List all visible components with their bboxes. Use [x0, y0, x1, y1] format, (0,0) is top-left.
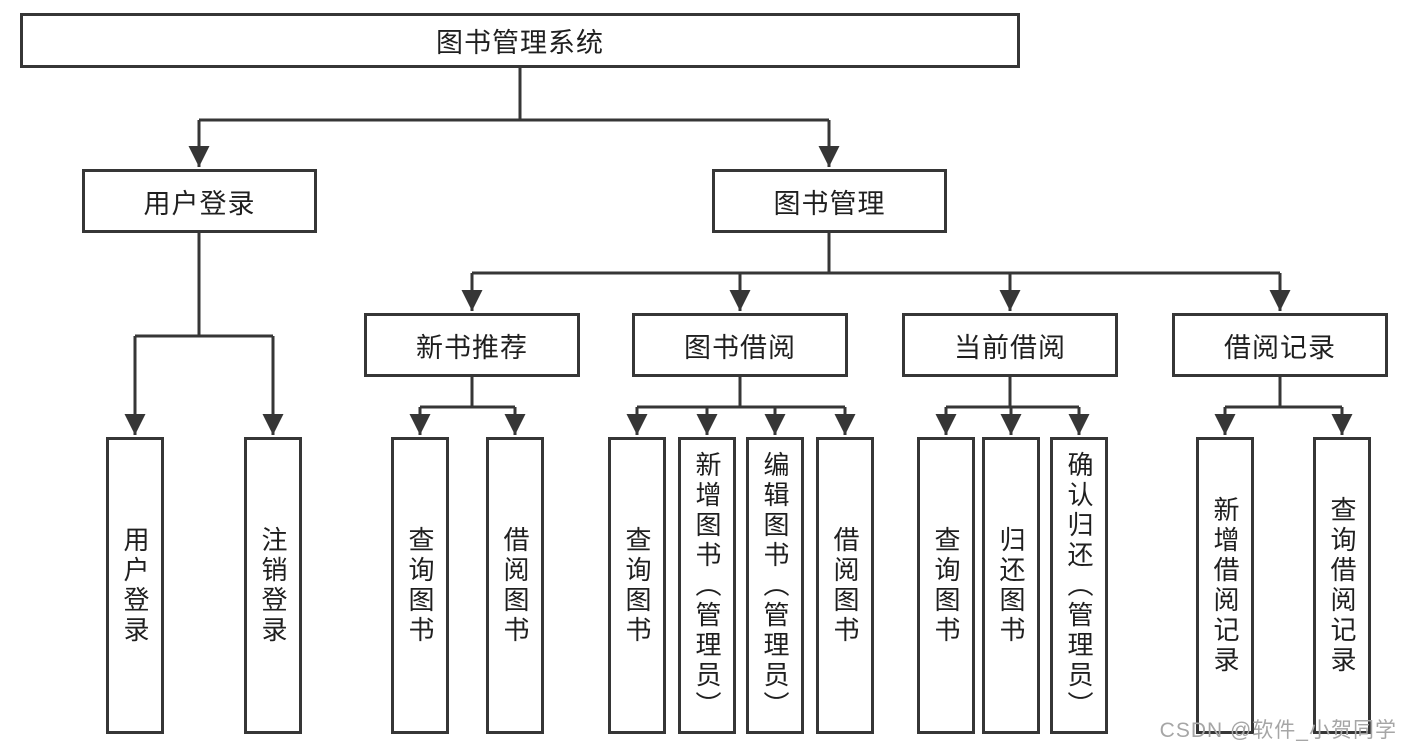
leaf-borrow-books: 借阅图书: [816, 437, 874, 734]
leaf-logout: 注销登录: [244, 437, 302, 734]
node-user-login: 用户登录: [82, 169, 317, 233]
node-current-borrowing: 当前借阅: [902, 313, 1118, 377]
csdn-watermark: CSDN @软件_小贺同学: [1159, 719, 1397, 742]
leaf-query-borrow-record: 查询借阅记录: [1313, 437, 1371, 734]
node-new-book-recommend: 新书推荐: [364, 313, 580, 377]
leaf-return-books: 归还图书: [982, 437, 1040, 734]
node-book-management: 图书管理: [712, 169, 947, 233]
node-borrowing-records: 借阅记录: [1172, 313, 1388, 377]
leaf-query-books-current: 查询图书: [917, 437, 975, 734]
leaf-user-login: 用户登录: [106, 437, 164, 734]
leaf-edit-books-admin: 编辑图书（管理员）: [746, 437, 804, 734]
connector-lines: [135, 68, 1342, 409]
connector-arrows: [124, 120, 1353, 435]
node-library-system: 图书管理系统: [20, 13, 1020, 68]
leaf-confirm-return-admin: 确认归还（管理员）: [1050, 437, 1108, 734]
leaf-add-books-admin: 新增图书（管理员）: [678, 437, 736, 734]
leaf-query-books-recommend: 查询图书: [391, 437, 449, 734]
leaf-add-borrow-record: 新增借阅记录: [1196, 437, 1254, 734]
node-book-borrowing: 图书借阅: [632, 313, 848, 377]
leaf-borrow-books-recommend: 借阅图书: [486, 437, 544, 734]
leaf-query-books-borrow: 查询图书: [608, 437, 666, 734]
